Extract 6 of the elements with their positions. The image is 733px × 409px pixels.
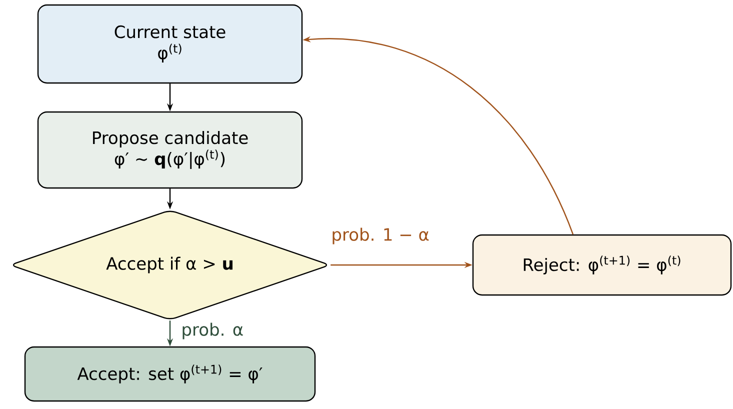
process-box: Reject: φ$^{(t+1)}$ = φ$^{(t)}$ — [472, 234, 732, 296]
edge-label: prob. 1 − α — [332, 228, 429, 244]
process-box: Propose candidate φ′ ∼ q(φ′|φ$^{(t)}$) — [37, 111, 303, 189]
edge-label: prob. α — [182, 322, 243, 340]
process-box: Current state φ$^{(t)}$ — [37, 4, 303, 84]
process-box: Accept: set φ$^{(t+1)}$ = φ′ — [24, 346, 316, 402]
